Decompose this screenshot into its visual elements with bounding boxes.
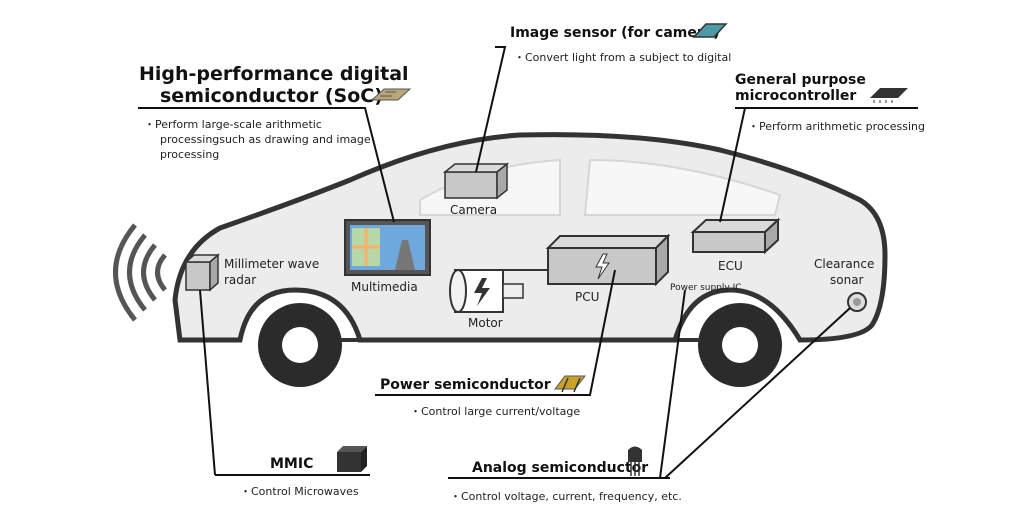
motor [449,269,524,313]
pcu-box [545,233,671,287]
power-chip-icon [553,375,587,393]
sonar-label-line1: Clearance [814,257,874,271]
mcu-title-line2: microcontroller [735,88,856,104]
mmic-chip-icon [337,446,367,472]
radar-waves [113,223,167,322]
sonar-sensor [847,292,867,312]
ecu-label: ECU [718,259,743,273]
analog-transistor-icon [628,446,642,476]
power-supply-ic-label: Power supply IC [670,283,742,293]
leader-lines [138,46,918,479]
power-desc: ・Control large current/voltage [410,405,580,418]
power-title: Power semiconductor [380,377,551,393]
soc-title-line2: semiconductor (SoC) [160,85,383,107]
sonar-label-line2: sonar [830,273,864,287]
image-sensor-desc: ・Convert light from a subject to digital [514,51,731,64]
motor-bolt-icon [474,278,490,306]
soc-chip-icon [370,88,412,101]
multimedia-screen [344,219,431,276]
rear-wheel [698,303,782,387]
mmic-desc: ・Control Microwaves [240,485,359,498]
radar-box [184,253,220,292]
image-sensor-chip-icon [692,23,728,38]
mmic-title: MMIC [270,456,313,472]
rear-window [583,158,782,216]
analog-desc: ・Control voltage, current, frequency, et… [450,490,682,503]
motor-label: Motor [468,316,503,330]
mcu-chip-icon [870,88,908,103]
multimedia-label: Multimedia [351,280,418,294]
front-wheel [258,303,342,387]
ecu-box [690,217,781,255]
radar-label-line2: radar [224,273,256,287]
mcu-title-line1: General purpose [735,72,866,88]
soc-desc-line1: ・Perform large-scale arithmetic [144,118,322,131]
camera-label: Camera [450,203,497,217]
pcu-label: PCU [575,290,599,304]
soc-desc-line3: processing [160,148,219,161]
pcu-bolt-icon [595,253,610,280]
analog-title: Analog semiconductor [472,460,648,476]
soc-title-line1: High-performance digital [139,63,409,85]
soc-desc-line2: processingsuch as drawing and image [160,133,371,146]
image-sensor-title: Image sensor (for camera) [510,25,720,41]
radar-label-line1: Millimeter wave [224,257,319,271]
mcu-desc: ・Perform arithmetic processing [748,120,925,133]
